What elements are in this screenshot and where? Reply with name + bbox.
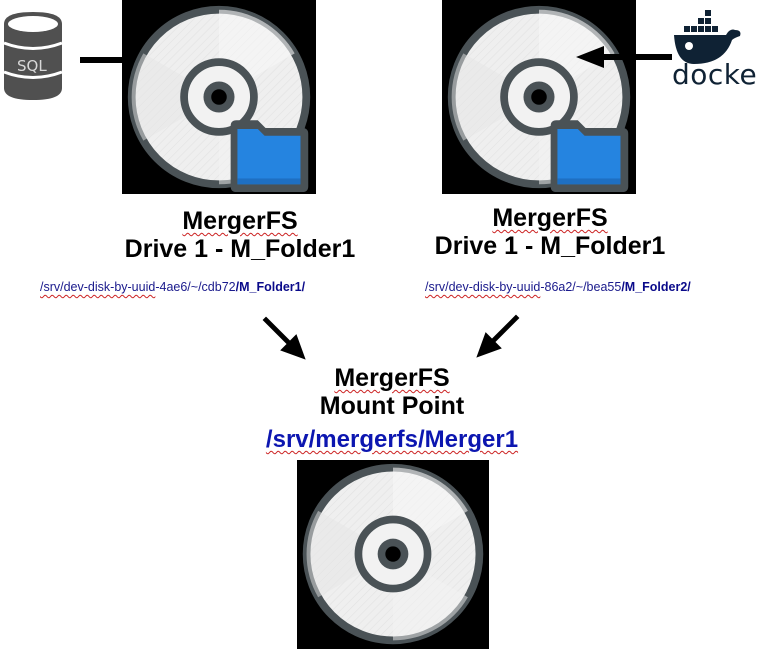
mount-path: /srv/mergerfs/Merger1	[242, 426, 542, 454]
mount-title-line1: MergerFS	[334, 364, 450, 392]
drive1-title: MergerFS Drive 1 - M_Folder1	[110, 207, 370, 263]
drive1-title-line2: Drive 1 - M_Folder1	[124, 235, 356, 263]
drive2-path-middle: -86a2/~/bea55	[540, 280, 622, 294]
drive1-title-line1: MergerFS	[182, 207, 298, 235]
drive1-path-middle: -4ae6/~/cdb72	[155, 280, 236, 294]
arrow-docker-to-drive2	[576, 46, 672, 68]
drive1-path-prefix: /srv/dev-disk-by-uuid	[40, 280, 156, 294]
mount-disc-icon	[297, 460, 489, 649]
docker-wordmark: docker	[672, 58, 759, 91]
drive2-title-line1: MergerFS	[492, 204, 608, 232]
arrow-drive1-to-mount	[262, 314, 308, 362]
drive1-path: /srv/dev-disk-by-uuid-4ae6/~/cdb72/M_Fol…	[40, 280, 305, 294]
sql-database-icon: SQL	[2, 10, 64, 100]
drive2-path-prefix: /srv/dev-disk-by-uuid	[425, 280, 541, 294]
mount-title-line2: Mount Point	[319, 392, 465, 420]
drive2-path-folder: /M_Folder2/	[621, 280, 691, 294]
docker-whale-icon	[672, 8, 759, 68]
mount-path-text: /srv/mergerfs/Merger1	[265, 426, 519, 453]
arrow-drive2-to-mount	[474, 312, 520, 360]
drive2-path: /srv/dev-disk-by-uuid-86a2/~/bea55/M_Fol…	[425, 280, 691, 294]
drive1-path-folder: /M_Folder1/	[235, 280, 306, 294]
drive2-title: MergerFS Drive 1 - M_Folder1	[420, 204, 680, 260]
drive2-disc-folder-icon	[442, 0, 636, 194]
sql-label: SQL	[17, 57, 47, 75]
drive1-disc-folder-icon	[122, 0, 316, 194]
mount-title: MergerFS Mount Point	[262, 364, 522, 420]
drive2-title-line2: Drive 1 - M_Folder1	[434, 232, 666, 260]
